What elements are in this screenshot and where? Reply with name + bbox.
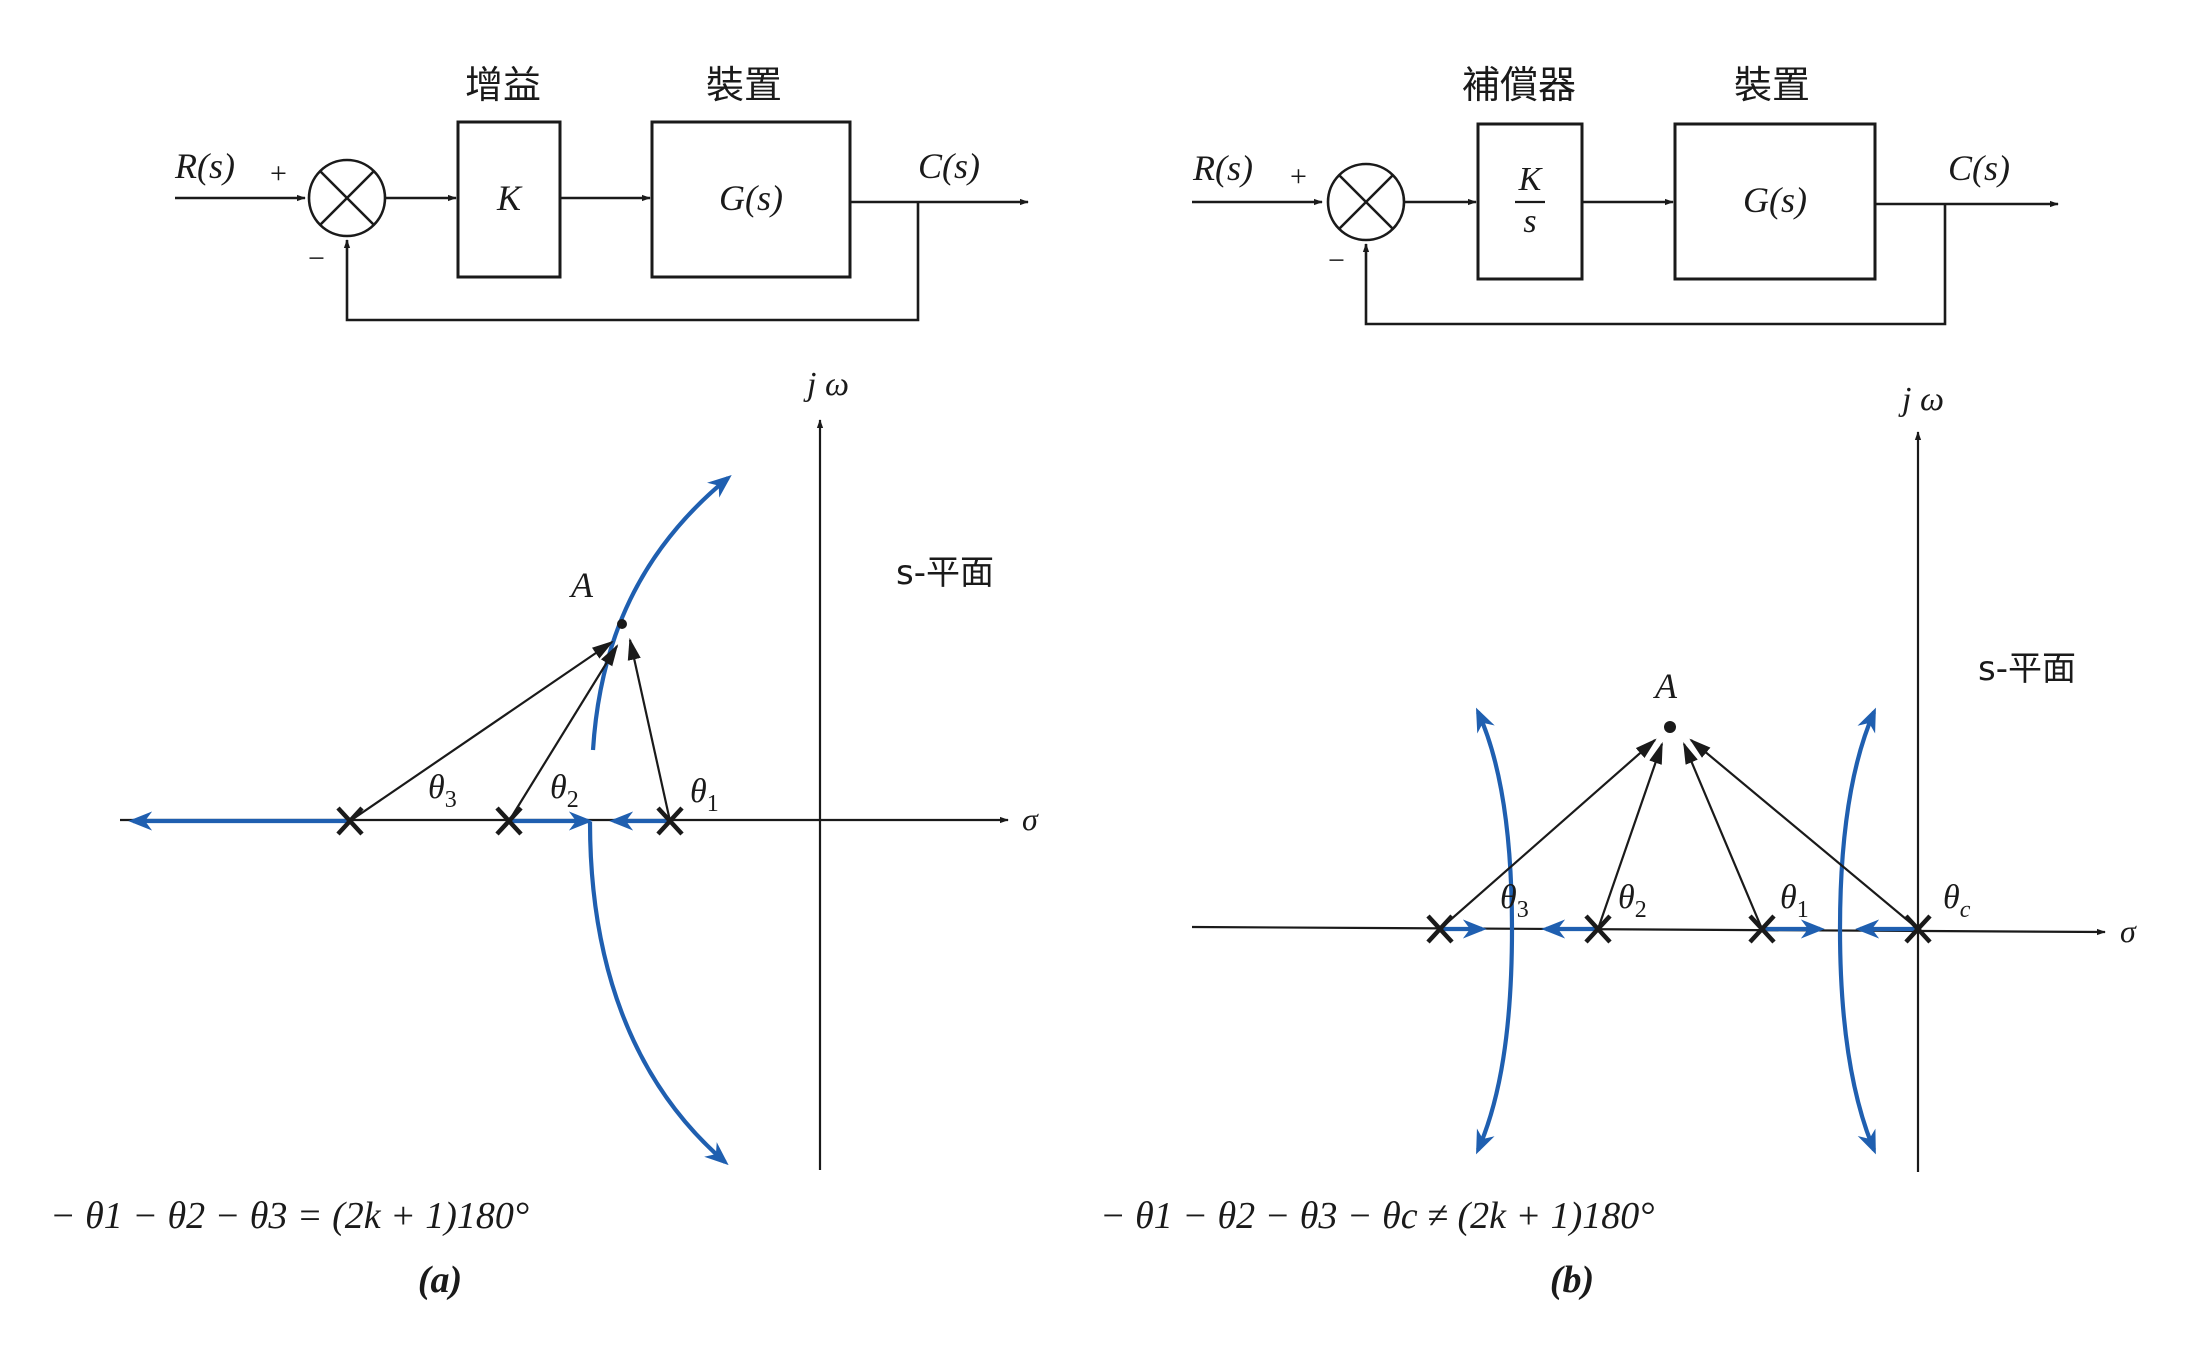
locus-branch-upper-a [590,474,732,751]
caption-a: (a) [418,1259,462,1301]
summing-junction-b [1326,162,1406,242]
vector-thetac-b [1689,738,1919,930]
thetac-label-b: θc [1943,879,1971,923]
feedback-path-a [343,202,920,322]
angle-condition-equation-a: − θ1 − θ2 − θ3 = (2k + 1)180° [50,1195,529,1237]
vector-theta2-b [1596,741,1664,930]
vector-theta1-a [627,637,672,822]
gain-block [456,120,562,279]
plus-sign-a: + [270,157,287,190]
pole-1-a [656,806,684,836]
minus-sign-a: − [308,242,325,275]
gain-title: 增益 [465,63,541,107]
locus-branch-upper-left-b [1476,707,1515,930]
theta1-label-b: θ1 [1780,879,1809,923]
sigma-label-a: σ [1022,801,1039,837]
plant-block-b [1673,122,1877,281]
plant-box-label-a: G(s) [719,178,783,218]
vector-theta3-b [1439,738,1657,930]
test-point-a [617,619,627,629]
theta2-label-a: θ2 [550,769,579,813]
plant-box-label-b: G(s) [1743,180,1807,220]
pole-2-a [495,806,523,836]
block-diagram-b: R(s) + − 補償器 K s 裝置 G(s) C(s) [1192,63,2059,326]
point-label-a: A [569,565,594,605]
locus-branch-lower-right-b [1837,928,1876,1155]
compensator-title: 補償器 [1462,63,1576,107]
vector-theta3-a [349,640,614,822]
s-plane-a: j ω σ s-平面 A θ3 θ2 θ1 [120,366,1039,1170]
plant-block-a [650,120,852,279]
pole-3-a [336,806,364,836]
locus-branch-lower-left-b [1476,928,1515,1155]
point-label-b: A [1653,666,1678,706]
gain-box-label: K [496,178,523,218]
pole-c-b [1904,914,1932,944]
plus-sign-b: + [1290,160,1307,193]
caption-b: (b) [1550,1259,1594,1301]
test-point-b [1664,721,1676,733]
summing-junction-a [307,158,387,238]
feedback-path-b [1362,204,1947,326]
pole-1-b [1748,914,1776,944]
output-label-b: C(s) [1948,148,2010,188]
input-label-a: R(s) [174,146,235,186]
jw-label-a: j ω [803,366,849,403]
minus-sign-b: − [1328,244,1345,277]
s-plane-label-a: s-平面 [896,553,994,593]
jw-label-b: j ω [1898,381,1944,418]
s-plane-label-b: s-平面 [1978,649,2076,689]
pole-3-b [1426,914,1454,944]
plant-title-a: 裝置 [706,63,782,107]
s-plane-b: j ω σ s-平面 A θ3 θ2 θ1 θc [1191,381,2137,1172]
compensator-numerator: K [1518,161,1544,198]
locus-branch-lower-a [587,821,729,1166]
theta2-label-b: θ2 [1618,879,1647,923]
pole-2-b [1584,914,1612,944]
locus-branch-upper-right-b [1837,707,1876,930]
block-diagram-a: R(s) + − 增益 K 裝置 G(s) C(s) [174,63,1029,322]
sigma-label-b: σ [2120,913,2137,949]
angle-condition-equation-b: − θ1 − θ2 − θ3 − θc ≠ (2k + 1)180° [1100,1195,1654,1237]
theta3-label-a: θ3 [428,769,457,813]
vector-theta1-b [1682,741,1764,930]
theta1-label-a: θ1 [690,773,719,817]
sigma-axis-b [1191,925,2106,936]
plant-title-b: 裝置 [1734,63,1810,107]
theta3-label-b: θ3 [1500,879,1529,923]
input-label-b: R(s) [1192,148,1253,188]
vector-theta2-a [508,644,619,822]
compensator-denominator: s [1523,203,1536,240]
output-label-a: C(s) [918,146,980,186]
